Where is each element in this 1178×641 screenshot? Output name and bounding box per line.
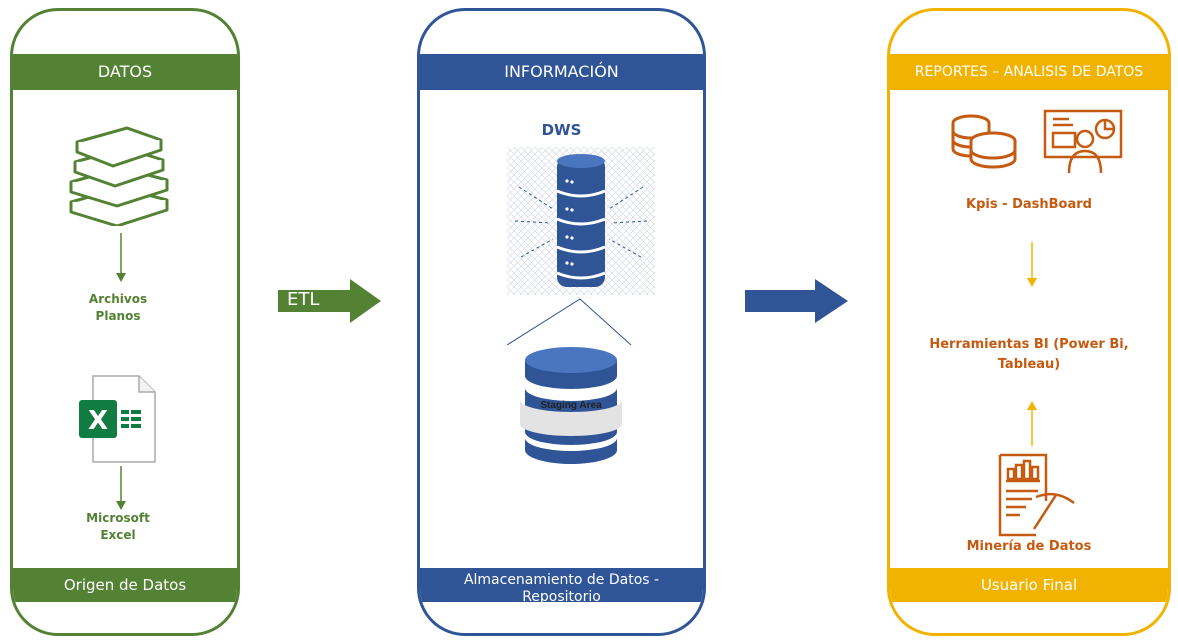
etl-arrow (278, 279, 381, 323)
footer-line-1: Almacenamiento de Datos - (463, 572, 660, 588)
coins-icon (951, 114, 1017, 169)
microsoft-excel-label: Microsoft Excel (53, 510, 183, 544)
svg-text:X: X (88, 406, 108, 436)
excel-line: Excel (100, 528, 136, 542)
archivos-line: Archivos (88, 292, 148, 306)
connector-lines (507, 298, 632, 346)
panel-informacion-footer: Almacenamiento de Datos - Repositorio (420, 568, 703, 602)
tools-line-1: Herramientas BI (Power Bi, (929, 337, 1129, 352)
panel-datos-header: DATOS (13, 54, 237, 90)
dashboard-presenter-icon (1043, 109, 1123, 174)
panel-reportes-footer: Usuario Final (890, 568, 1168, 602)
planos-line: Planos (95, 309, 141, 323)
data-mining-icon (998, 453, 1075, 537)
kpis-dashboard-label: Kpis - DashBoard (966, 197, 1092, 212)
panel-reportes: REPORTES – ANALISIS DE DATOS Kpis - Dash… (887, 8, 1171, 636)
microsoft-line: Microsoft (86, 511, 150, 525)
database-server-icon (507, 147, 655, 295)
archivos-planos-label: Archivos Planos (53, 291, 183, 325)
panel-datos-footer: Origen de Datos (13, 568, 237, 602)
footer-line-2: Repositorio (522, 589, 601, 602)
dws-label: DWS (541, 121, 582, 139)
herramientas-bi-label: Herramientas BI (Power Bi, Tableau) (890, 335, 1168, 375)
etl-label: ETL (287, 289, 320, 310)
staging-database-icon (520, 347, 622, 464)
blue-arrow (745, 279, 848, 323)
arrow-down-icon (1027, 242, 1037, 287)
arrow-down-icon (116, 233, 126, 282)
staging-area-label: Staging Area (540, 400, 602, 411)
excel-icon: X (79, 375, 156, 463)
panel-reportes-header: REPORTES – ANALISIS DE DATOS (890, 54, 1168, 90)
panel-informacion-header: INFORMACIÓN (420, 54, 703, 90)
arrow-down-icon (116, 466, 126, 510)
arrow-up-icon (1027, 401, 1037, 446)
panel-informacion: INFORMACIÓN DWS (417, 8, 706, 636)
mineria-datos-label: Minería de Datos (966, 539, 1092, 554)
panel-datos: DATOS Archivos Planos X (10, 8, 240, 636)
books-icon (69, 126, 169, 226)
tools-line-2: Tableau) (997, 357, 1061, 372)
